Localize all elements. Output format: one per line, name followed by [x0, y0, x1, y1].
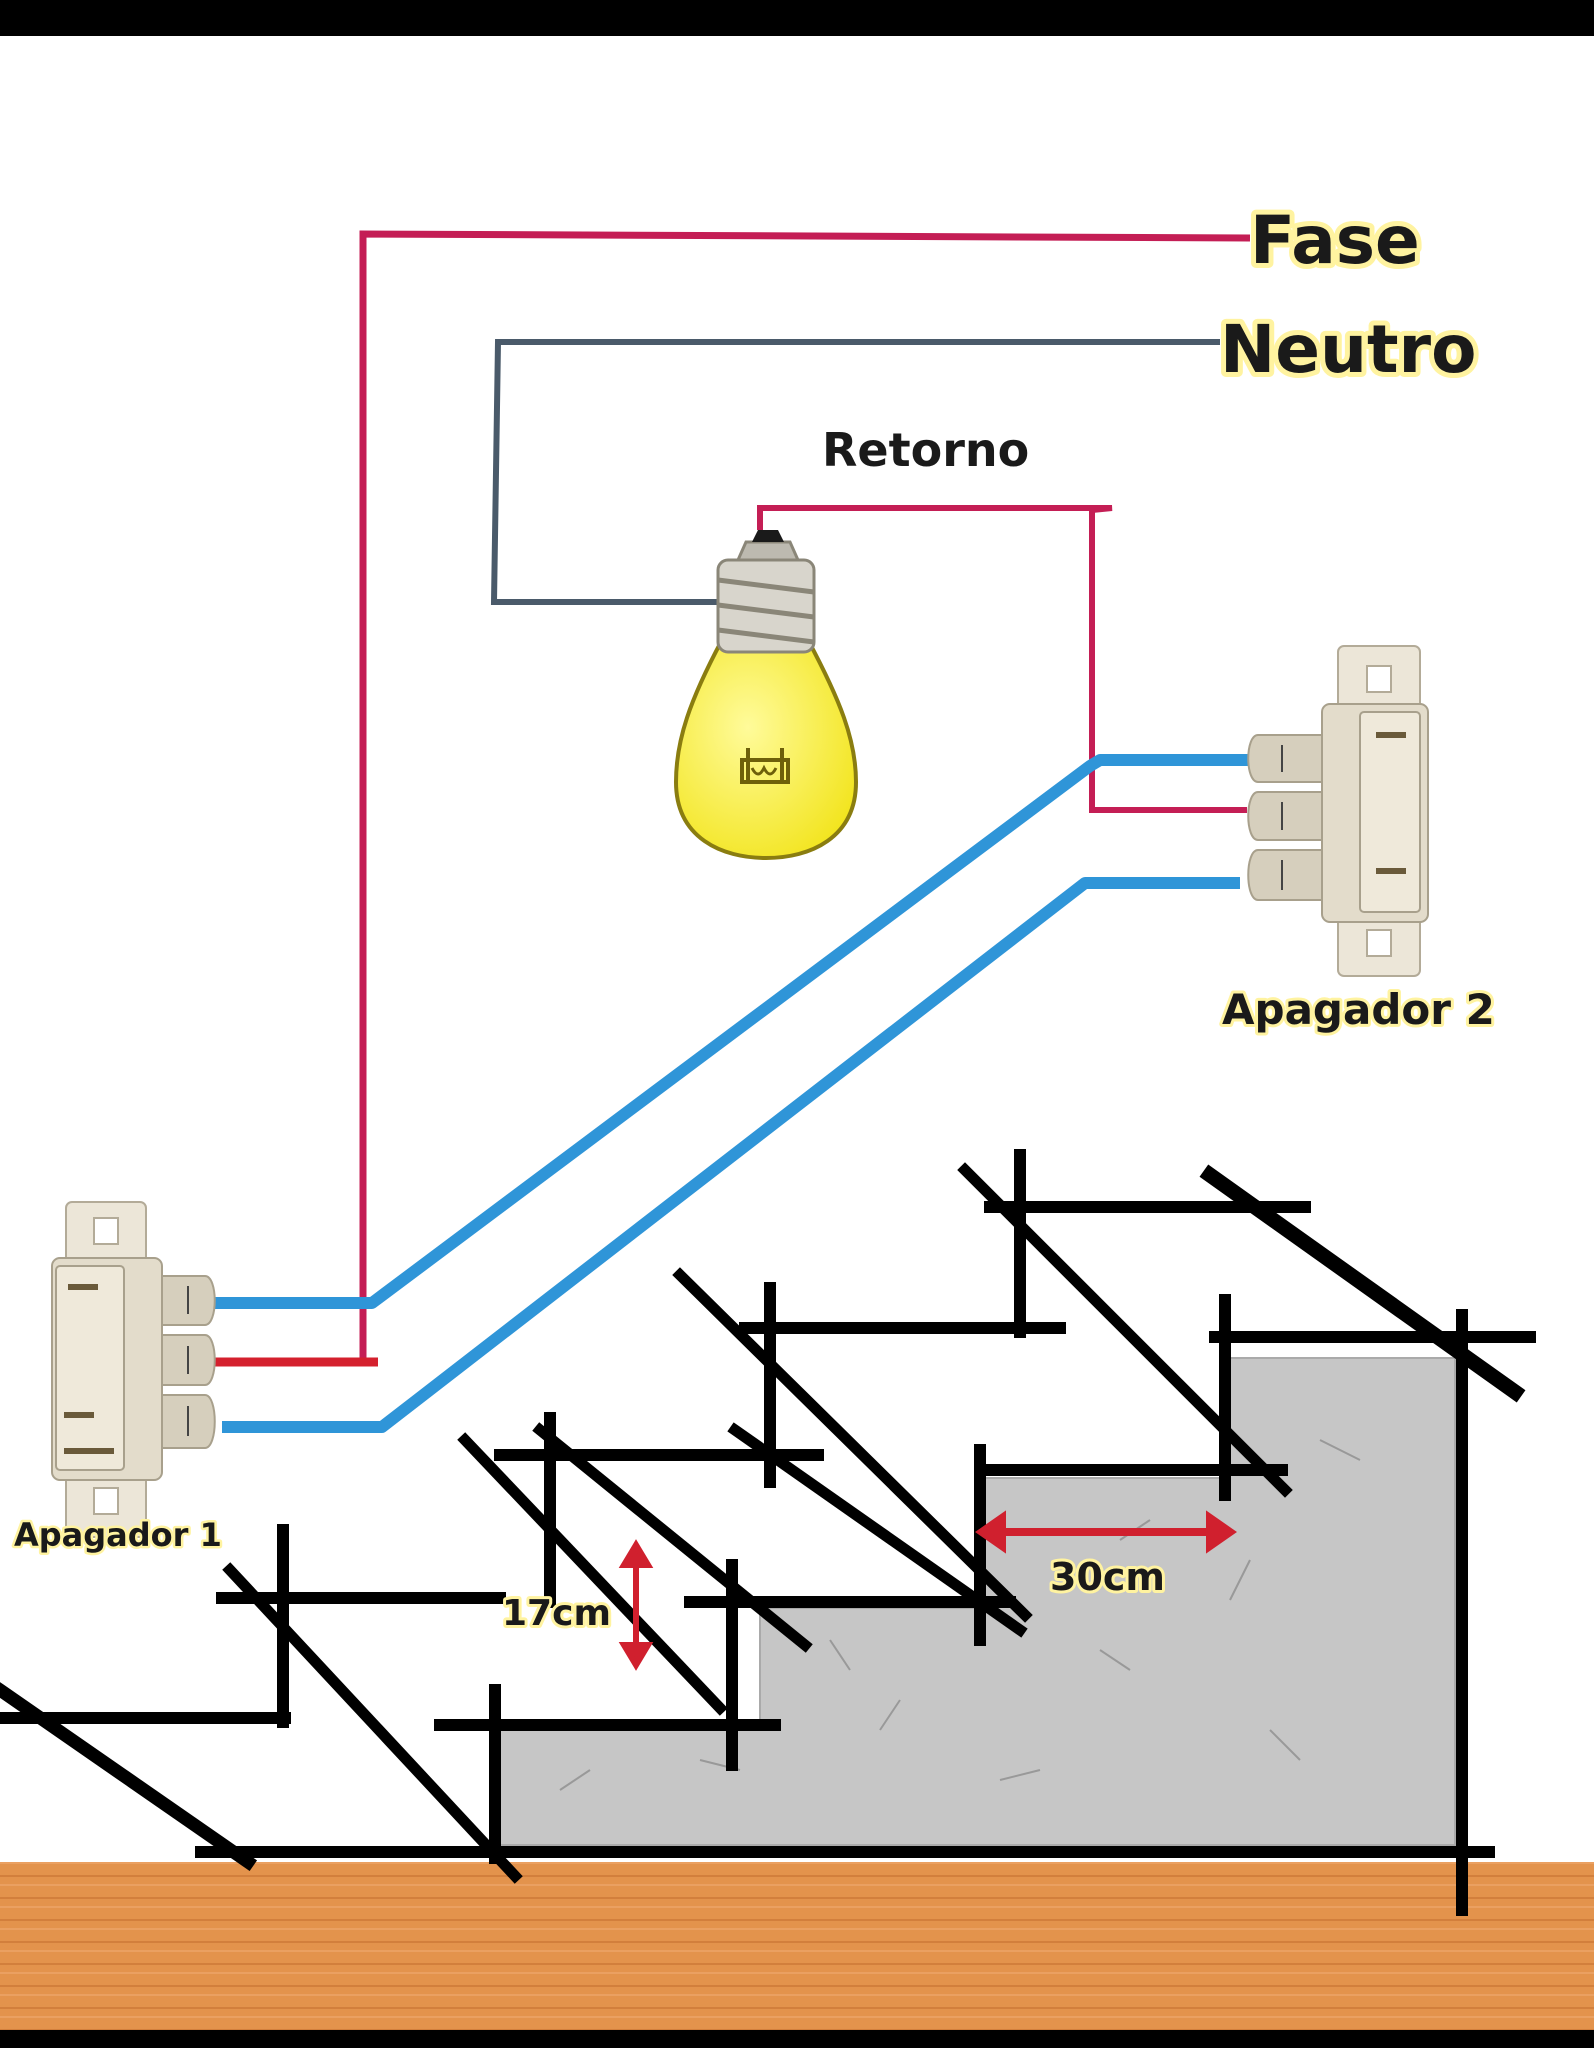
traveler-wire-bottom	[222, 877, 1240, 1433]
wooden-floor	[0, 1862, 1594, 2030]
stair-formwork	[0, 1149, 1536, 1916]
apagador-1-three-way-switch-icon[interactable]	[51, 1201, 216, 1538]
neutro-label: Neutro	[1220, 311, 1476, 388]
height-dimension-arrow	[618, 1539, 654, 1671]
apagador-2-three-way-switch-icon[interactable]	[1247, 645, 1429, 977]
step-height-label: 17cm	[502, 1593, 611, 1634]
neutro-wire	[490, 339, 1220, 605]
apagador-1-label: Apagador 1	[14, 1516, 222, 1554]
retorno-label: Retorno	[822, 423, 1029, 477]
top-border	[0, 0, 1594, 36]
fase-label: Fase	[1250, 202, 1420, 279]
traveler-wire-top	[215, 754, 1250, 1309]
light-bulb-icon	[673, 530, 859, 861]
retorno-wire	[757, 505, 1247, 813]
apagador-2-label: Apagador 2	[1222, 985, 1495, 1034]
step-depth-label: 30cm	[1050, 1555, 1165, 1599]
depth-dimension-arrow	[975, 1510, 1237, 1554]
bottom-border	[0, 2030, 1594, 2048]
